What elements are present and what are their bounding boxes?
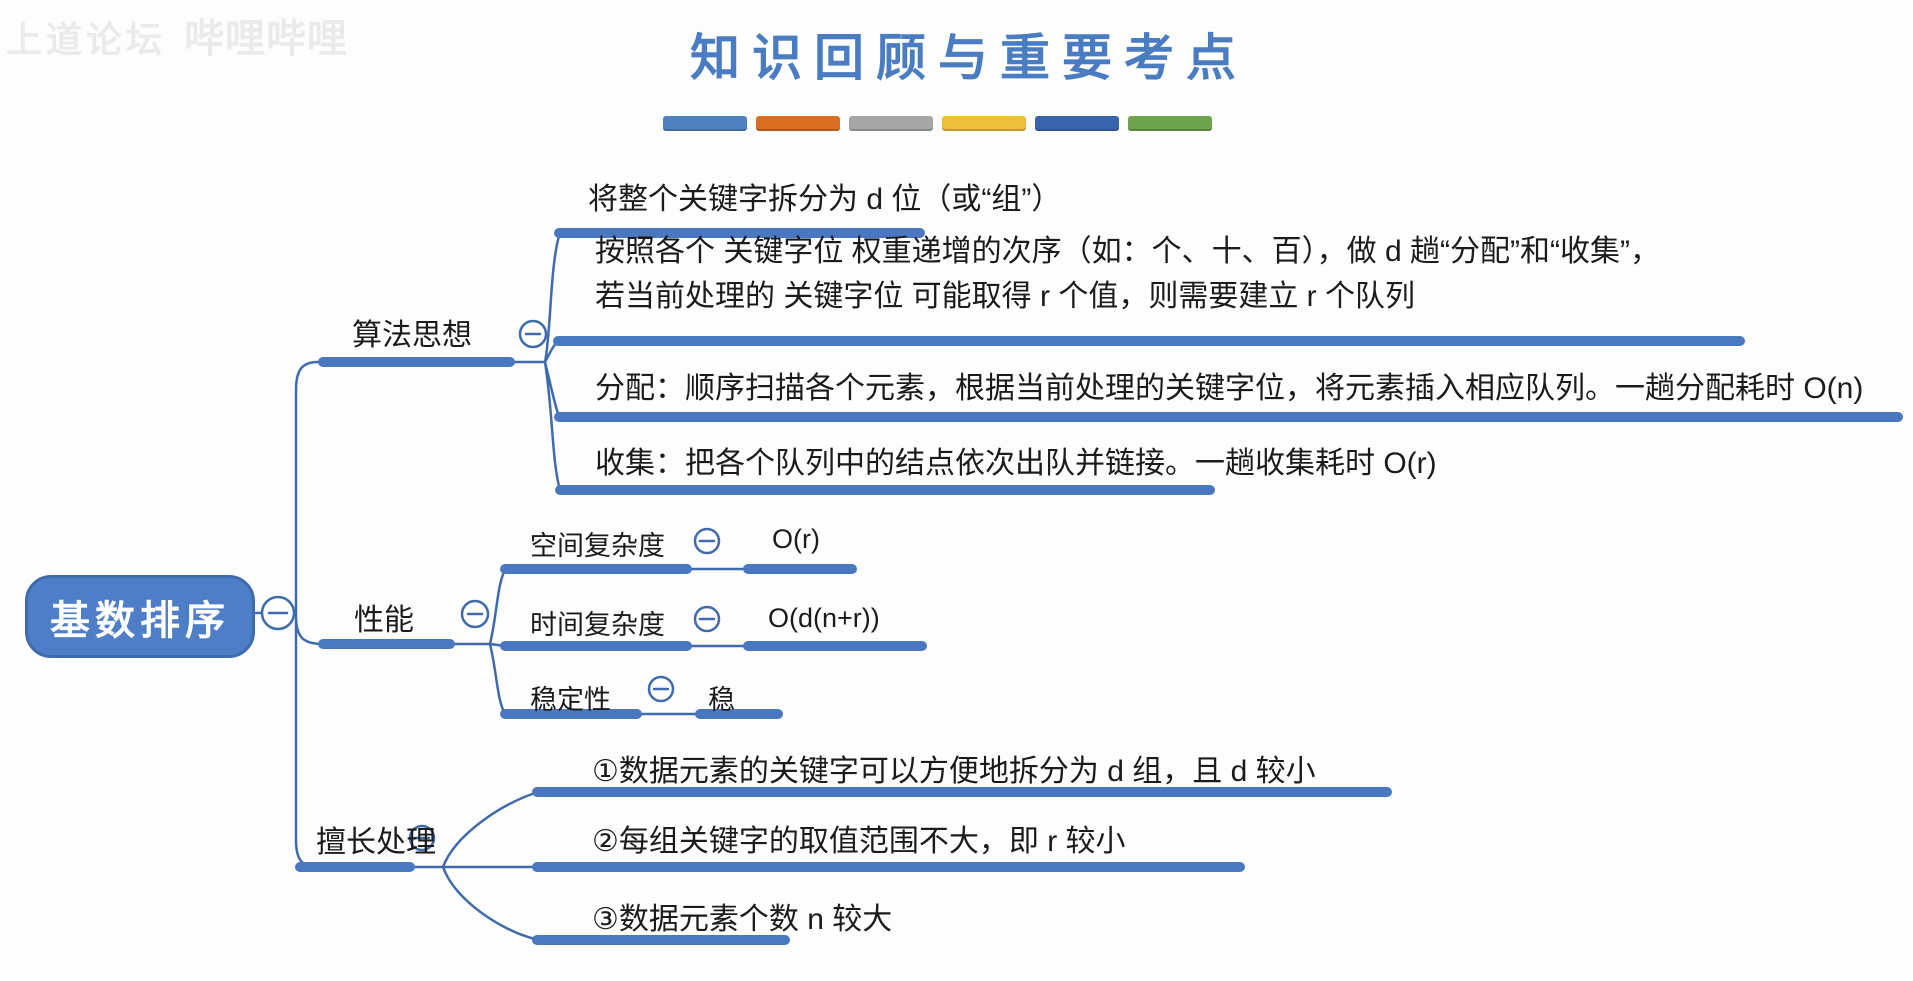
node-underlines: [295, 228, 1903, 945]
legend-bar: [756, 116, 840, 131]
node-stability-label[interactable]: 稳定性: [530, 685, 611, 715]
legend-bar: [1035, 116, 1119, 131]
collapse-icon-space-complexity[interactable]: [693, 527, 721, 555]
collapse-icon-performance[interactable]: [460, 599, 490, 629]
legend-bar: [849, 116, 933, 131]
node-idea-2[interactable]: 按照各个 关键字位 权重递增的次序（如：个、十、百），做 d 趟“分配”和“收集…: [595, 229, 1660, 319]
node-idea-3[interactable]: 分配：顺序扫描各个元素，根据当前处理的关键字位，将元素插入相应队列。一趟分配耗时…: [595, 372, 1864, 405]
bilibili-logo: 哔哩哔哩: [184, 17, 349, 61]
node-idea-2-line2: 若当前处理的 关键字位 可能取得 r 个值，则需要建立 r 个队列: [595, 280, 1415, 313]
node-idea-4[interactable]: 收集：把各个队列中的结点依次出队并链接。一趟收集耗时 O(r): [595, 447, 1437, 480]
legend-bar: [663, 116, 747, 131]
collapse-icon-root[interactable]: [260, 595, 296, 631]
page-title: 知识回顾与重要考点: [690, 30, 1248, 86]
legend-bar: [1128, 116, 1212, 131]
branch-good-at[interactable]: 擅长处理: [316, 826, 436, 859]
root-node[interactable]: 基数排序: [25, 575, 255, 658]
legend-bar: [942, 116, 1026, 131]
root-node-label: 基数排序: [50, 598, 230, 643]
branch-performance[interactable]: 性能: [354, 604, 414, 637]
node-idea-1[interactable]: 将整个关键字拆分为 d 位（或“组”）: [588, 183, 1062, 216]
node-time-complexity-value[interactable]: O(d(n+r)): [768, 603, 880, 633]
node-time-complexity-label[interactable]: 时间复杂度: [530, 610, 665, 640]
branch-algorithm-idea[interactable]: 算法思想: [352, 319, 472, 352]
collapse-icon-time-complexity[interactable]: [693, 605, 721, 633]
watermark: 上道论坛哔哩哔哩: [6, 6, 348, 64]
legend: [663, 116, 1212, 131]
node-good-2[interactable]: ②每组关键字的取值范围不大，即 r 较小: [592, 825, 1126, 858]
node-good-1[interactable]: ①数据元素的关键字可以方便地拆分为 d 组，且 d 较小: [592, 755, 1316, 788]
node-space-complexity-value[interactable]: O(r): [772, 524, 820, 554]
collapse-icon-good-at[interactable]: [408, 824, 436, 852]
watermark-text: 上道论坛: [6, 19, 167, 60]
collapse-icon-algorithm-idea[interactable]: [518, 319, 548, 349]
node-space-complexity-label[interactable]: 空间复杂度: [530, 531, 665, 561]
node-good-3[interactable]: ③数据元素个数 n 较大: [592, 903, 893, 936]
collapse-icon-stability[interactable]: [647, 675, 675, 703]
node-stability-value[interactable]: 稳: [708, 685, 735, 715]
node-idea-2-line1: 按照各个 关键字位 权重递增的次序（如：个、十、百），做 d 趟“分配”和“收集…: [595, 235, 1660, 268]
